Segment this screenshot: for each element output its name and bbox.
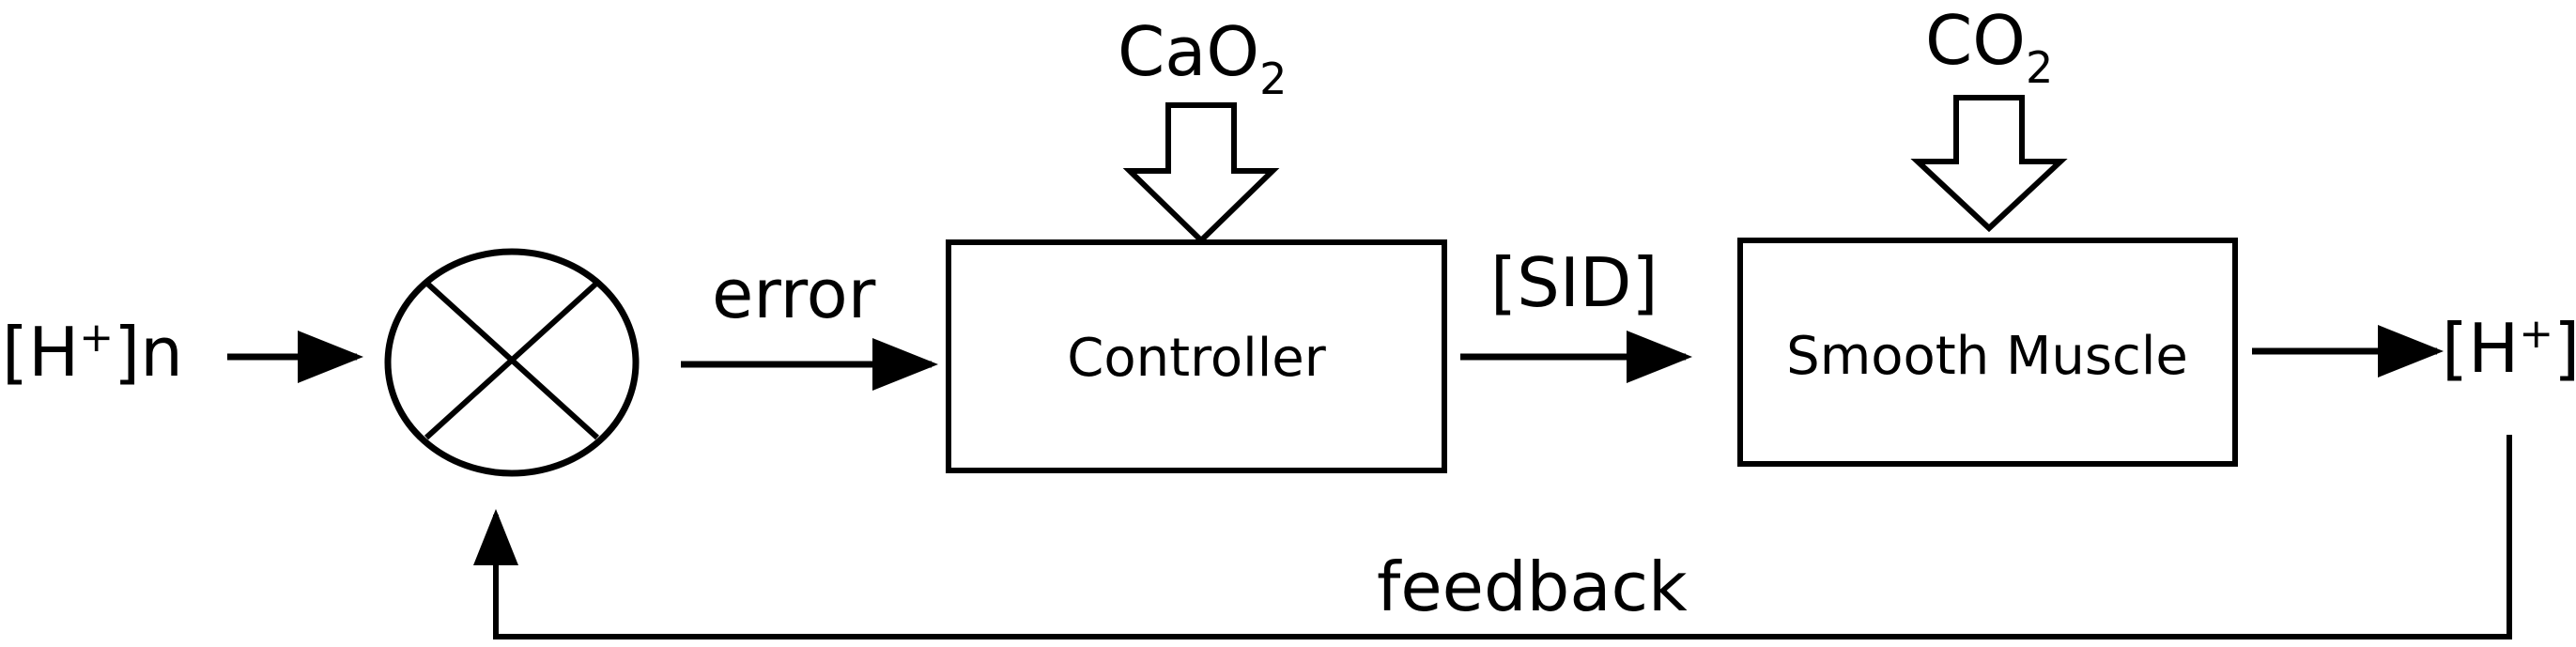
cao2-label: CaO2 — [1118, 12, 1287, 104]
error-label: error — [712, 254, 876, 333]
summing-junction — [384, 248, 640, 477]
smooth-muscle-block — [1737, 238, 2238, 467]
output-label-close: ] — [2553, 309, 2576, 388]
input-label-sup: + — [79, 314, 114, 362]
co2-label: CO2 — [1925, 1, 2053, 93]
output-label-open: [H — [2442, 309, 2519, 388]
controller-block — [946, 239, 1447, 473]
output-label: [H+] — [2442, 309, 2576, 388]
controller-label: Controller — [1067, 328, 1326, 389]
cao2-label-base: CaO — [1118, 12, 1259, 91]
input-label-open: [H — [2, 313, 79, 392]
cao2-label-sub: 2 — [1259, 54, 1287, 104]
co2-label-sub: 2 — [2026, 42, 2053, 93]
feedback-path — [473, 435, 2512, 639]
input-label: [H+]n — [2, 313, 183, 392]
cao2-input-arrow — [1122, 102, 1280, 245]
input-label-close: ]n — [114, 313, 183, 392]
output-label-sup: + — [2519, 310, 2553, 358]
co2-input-arrow — [1910, 95, 2068, 233]
feedback-label: feedback — [1377, 547, 1688, 626]
smooth-muscle-label: Smooth Muscle — [1786, 326, 2188, 387]
sid-label: [SID] — [1490, 243, 1658, 322]
co2-label-base: CO — [1925, 1, 2026, 80]
